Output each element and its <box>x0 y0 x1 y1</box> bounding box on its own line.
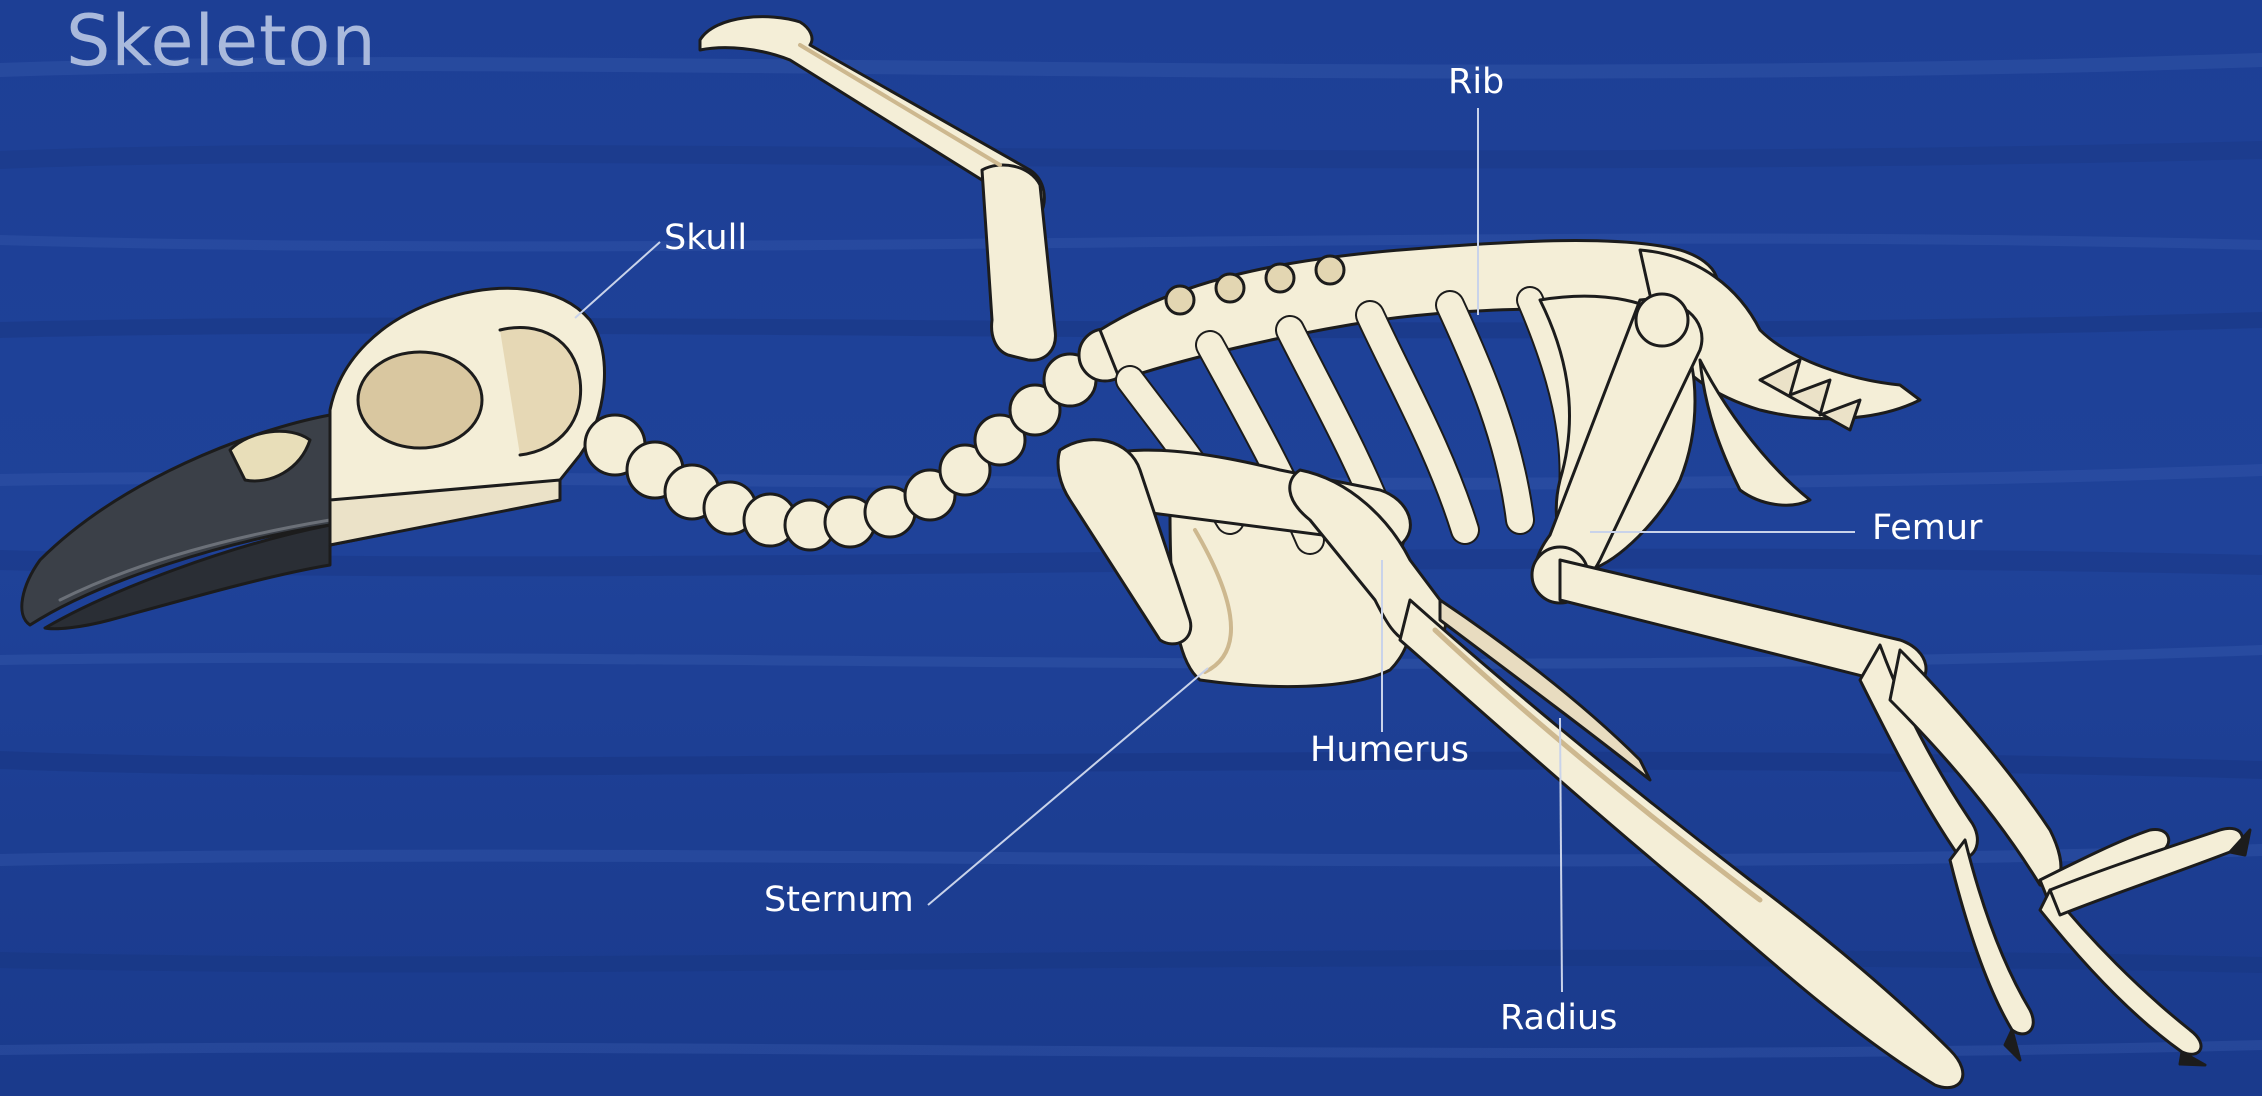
diagram-title: Skeleton <box>66 0 377 82</box>
label-radius: Radius <box>1500 998 1617 1038</box>
label-skull: Skull <box>664 218 747 258</box>
label-rib: Rib <box>1448 62 1504 102</box>
label-sternum: Sternum <box>764 880 914 920</box>
label-humerus: Humerus <box>1310 730 1469 770</box>
label-femur: Femur <box>1872 508 1982 548</box>
